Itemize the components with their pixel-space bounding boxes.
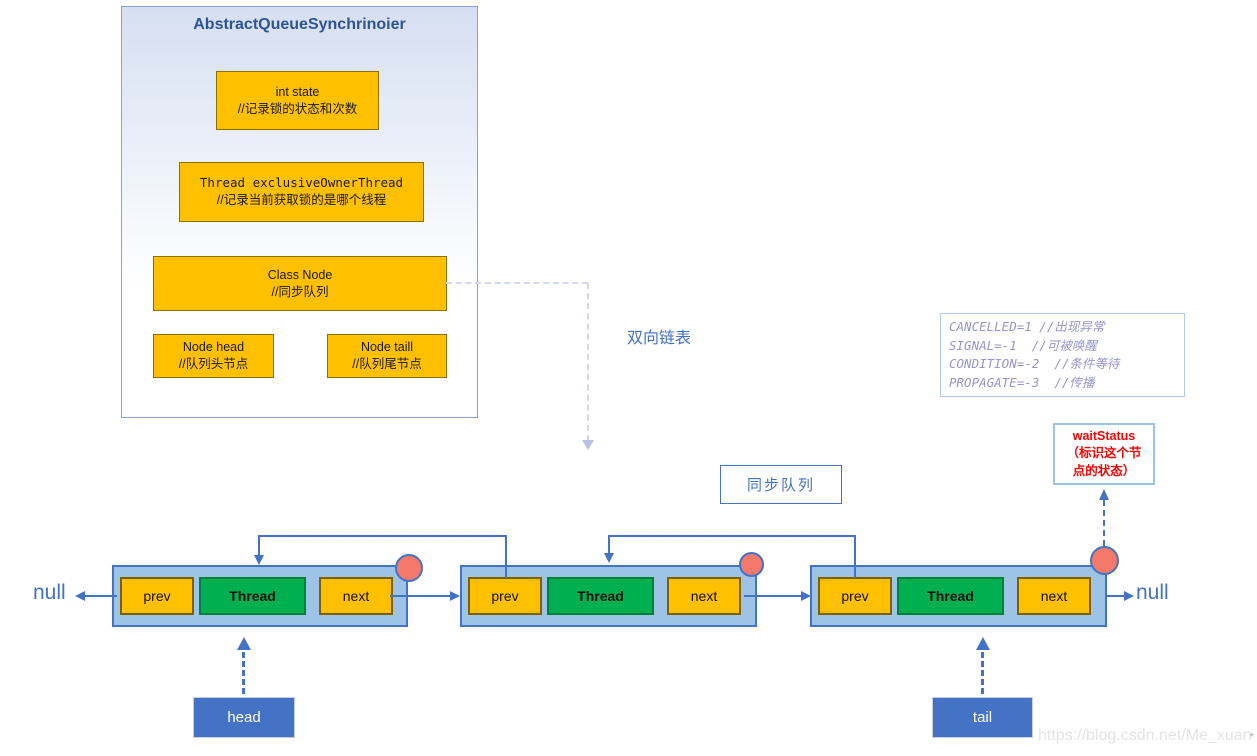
aqs-class-title: AbstractQueueSynchrinoier	[193, 16, 406, 33]
queue-node-2: prev Thread next	[460, 565, 757, 627]
node1-thread-cell: Thread	[199, 577, 306, 615]
next-node2-to-node3-arrow-icon	[801, 591, 811, 601]
prev-arc-node2-vertical	[505, 535, 507, 578]
null-label-left: null	[33, 581, 66, 604]
field-comment: //记录锁的状态和次数	[237, 101, 358, 116]
null-label-right: null	[1136, 581, 1169, 604]
field-name: Thread exclusiveOwnerThread	[199, 175, 404, 191]
aqs-class-box: AbstractQueueSynchrinoier int state //记录…	[121, 6, 478, 418]
field-exclusive-owner-thread: Thread exclusiveOwnerThread //记录当前获取锁的是哪…	[179, 162, 424, 222]
field-comment: //同步队列	[271, 284, 329, 299]
prev-arc-node2-arrow-icon	[254, 555, 264, 565]
doubly-linked-list-label: 双向链表	[627, 330, 692, 347]
prev-to-null-line	[84, 595, 117, 597]
node3-thread-cell: Thread	[897, 577, 1004, 615]
prev-to-null-arrow-icon	[75, 591, 85, 601]
queue-node-3: prev Thread next	[810, 565, 1107, 627]
next-node1-to-node2-line	[390, 595, 452, 597]
legend-line-signal: SIGNAL=-1 //可被唤醒	[949, 337, 1097, 353]
field-node-taill: Node taill //队列尾节点	[327, 334, 447, 378]
field-comment: //队列尾节点	[352, 357, 422, 371]
field-name: Node taill	[360, 340, 414, 355]
class-node-connector-arrow-icon	[582, 440, 594, 450]
node1-prev-cell: prev	[120, 577, 194, 615]
wait-status-connector-line	[1103, 500, 1105, 546]
next-to-null-arrow-icon	[1124, 591, 1134, 601]
wait-status-note-box: waitStatus（标识这个节点的状态）	[1053, 423, 1155, 485]
queue-node-1: prev Thread next	[112, 565, 408, 627]
legend-line-propagate: PROPAGATE=-3 //传播	[949, 374, 1095, 390]
wait-status-circle-3	[1090, 546, 1119, 575]
tail-pointer-box: tail	[932, 697, 1033, 738]
legend-line-condition: CONDITION=-2 //条件等待	[949, 356, 1120, 371]
field-node-head: Node head //队列头节点	[153, 334, 274, 378]
tail-pointer-line	[981, 652, 984, 694]
prev-arc-node3-vertical	[854, 535, 856, 578]
head-pointer-arrow-icon	[237, 637, 251, 650]
wait-status-circle-1	[395, 554, 423, 582]
node3-prev-cell: prev	[818, 577, 892, 615]
head-pointer-line	[242, 652, 245, 694]
next-to-null-line	[1107, 595, 1127, 597]
node2-prev-cell: prev	[468, 577, 542, 615]
watermark-cursor-icon: ✦	[1248, 730, 1256, 740]
sync-queue-label-box: 同步队列	[720, 465, 842, 504]
prev-arc-node2-drop	[258, 535, 260, 557]
head-pointer-box: head	[193, 697, 295, 738]
prev-arc-node3-horizontal	[608, 535, 856, 537]
field-comment: //记录当前获取锁的是哪个线程	[216, 193, 387, 207]
node2-next-cell: next	[667, 577, 741, 615]
field-class-node: Class Node //同步队列	[153, 256, 447, 311]
field-name: Class Node	[267, 267, 333, 282]
prev-arc-node3-drop	[608, 535, 610, 555]
class-node-connector-vertical	[587, 283, 589, 441]
legend-line-cancelled: CANCELLED=1 //出现异常	[949, 319, 1105, 334]
wait-status-circle-2	[739, 552, 764, 577]
next-node1-to-node2-arrow-icon	[450, 591, 460, 601]
field-name: Node head	[182, 340, 245, 355]
node2-thread-cell: Thread	[547, 577, 654, 615]
node1-next-cell: next	[319, 577, 393, 615]
prev-arc-node3-arrow-icon	[604, 553, 614, 563]
wait-status-legend-box: CANCELLED=1 //出现异常 SIGNAL=-1 //可被唤醒 COND…	[940, 313, 1185, 397]
prev-arc-node2-horizontal	[258, 535, 507, 537]
next-node2-to-node3-line	[744, 595, 804, 597]
field-int-state: int state //记录锁的状态和次数	[216, 71, 379, 130]
class-node-connector-horizontal	[446, 282, 588, 284]
node3-next-cell: next	[1017, 577, 1091, 615]
tail-pointer-arrow-icon	[976, 637, 990, 650]
wait-status-connector-arrow-icon	[1099, 489, 1109, 500]
field-name: int state	[275, 84, 320, 99]
watermark-url: https://blog.csdn.net/Me_xuan	[1038, 727, 1252, 744]
field-comment: //队列头节点	[178, 357, 249, 371]
